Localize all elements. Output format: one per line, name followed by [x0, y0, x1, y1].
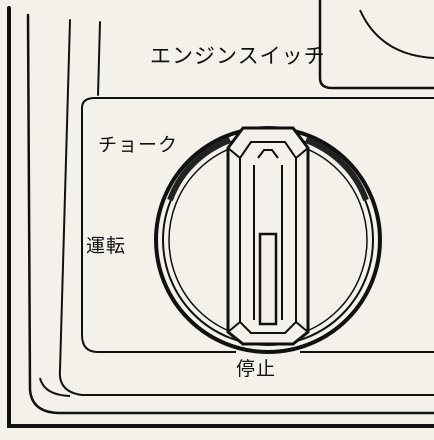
- bottom-ledge: [39, 377, 71, 397]
- engine-switch-title: エンジンスイッチ: [150, 44, 326, 68]
- stop-position-label: 停止: [236, 358, 277, 380]
- top-recess: [318, 0, 434, 90]
- choke-position-label: チョーク: [98, 134, 179, 156]
- switch-recess: [81, 97, 434, 353]
- ignition-knob: [154, 126, 382, 354]
- panel-frame: [7, 6, 434, 428]
- run-position-label: 運転: [86, 235, 127, 257]
